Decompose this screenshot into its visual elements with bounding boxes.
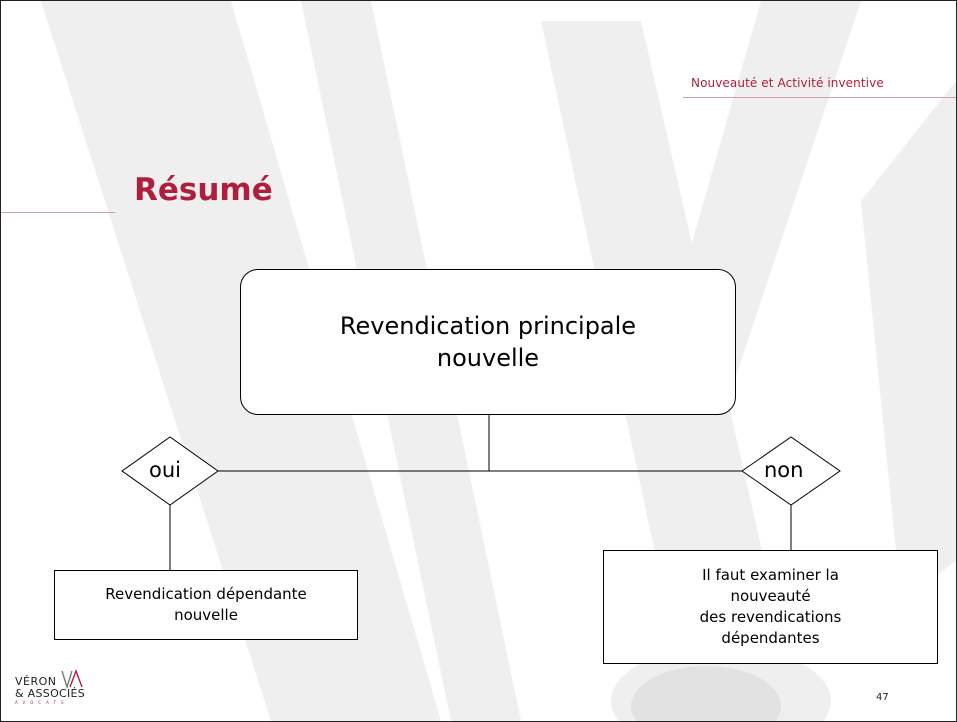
section-label: Nouveauté et Activité inventive <box>691 76 884 90</box>
section-divider <box>683 97 956 98</box>
page-number: 47 <box>876 692 889 703</box>
logo-associes: & ASSOCIÉS <box>15 687 86 700</box>
yes-result-box: Revendication dépendante nouvelle <box>54 570 358 640</box>
logo-avocats: AVOCATS <box>15 700 69 705</box>
root-claim-box: Revendication principale nouvelle <box>240 269 736 415</box>
firm-logo: VÉRON & ASSOCIÉS AVOCATS <box>15 669 85 705</box>
va-monogram-icon <box>60 669 83 689</box>
root-claim-label: Revendication principale nouvelle <box>339 312 637 372</box>
yes-decision-diamond <box>121 436 219 506</box>
logo-name: VÉRON <box>15 675 57 688</box>
no-decision-diamond <box>741 436 841 506</box>
no-label: non <box>764 458 804 482</box>
slide-title: Résumé <box>134 172 273 208</box>
title-divider <box>1 212 115 213</box>
no-result-box: Il faut examiner la nouveauté des revend… <box>603 550 938 664</box>
no-result-label: Il faut examiner la nouveauté des revend… <box>699 566 842 647</box>
yes-result-label: Revendication dépendante nouvelle <box>105 585 307 624</box>
yes-label: oui <box>149 458 181 482</box>
